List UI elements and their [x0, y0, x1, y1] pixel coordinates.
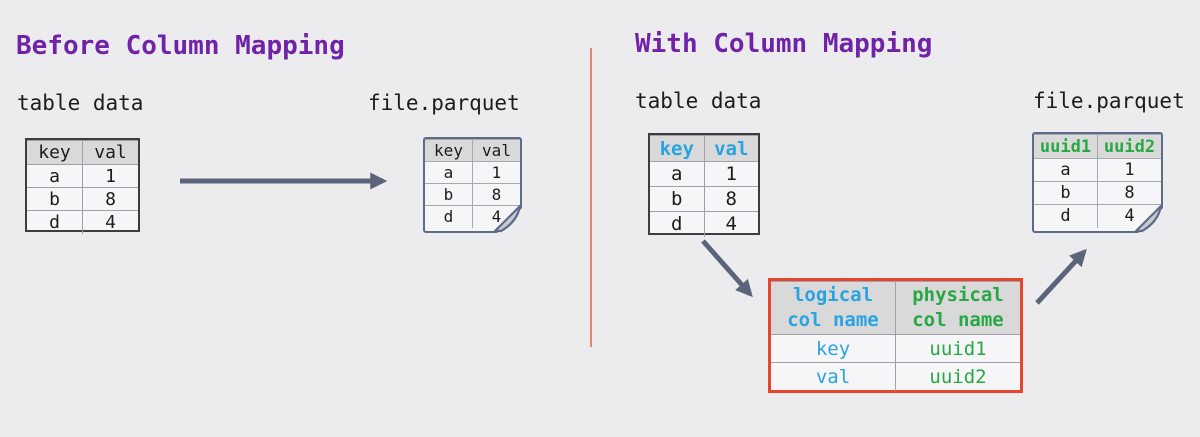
column-header: uuid1 [1034, 134, 1098, 159]
table-data-label: table data [17, 91, 144, 115]
column-header: key [425, 139, 473, 162]
table-cell: a [1034, 158, 1098, 182]
column-header: logical col name [771, 281, 896, 335]
arrow-mapping-to-file-icon [1035, 248, 1087, 305]
folded-corner-icon [493, 204, 523, 234]
table-cell: d [425, 205, 473, 228]
column-header: physical col name [895, 281, 1020, 335]
column-header: uuid2 [1097, 134, 1161, 159]
column-header: val [703, 135, 758, 162]
file-parquet-label: file.parquet [368, 91, 520, 115]
column-header: val [472, 139, 520, 162]
table-cell: key [771, 334, 896, 363]
table-cell: d [1034, 204, 1098, 228]
table-cell: 1 [703, 161, 758, 187]
column-header: key [27, 140, 83, 165]
section-divider [590, 48, 592, 347]
table-cell: b [27, 187, 83, 211]
table-cell: uuid1 [895, 334, 1020, 363]
table-cell: uuid2 [895, 362, 1020, 391]
table-cell: a [650, 161, 705, 187]
column-header: val [82, 140, 138, 165]
table-cell: val [771, 362, 896, 391]
before-title: Before Column Mapping [16, 31, 345, 61]
file-parquet-label: file.parquet [1033, 89, 1185, 113]
table-data-label: table data [635, 89, 762, 113]
table-cell: b [1034, 181, 1098, 205]
table-cell: b [650, 186, 705, 212]
table-cell: 1 [472, 161, 520, 184]
table-cell: d [27, 210, 83, 234]
table-cell: a [27, 164, 83, 188]
table-cell: 8 [703, 186, 758, 212]
folded-corner-icon [1134, 204, 1164, 234]
table-cell: 4 [703, 211, 758, 237]
table-cell: d [650, 211, 705, 237]
table-cell: 4 [82, 210, 138, 234]
table-cell: b [425, 183, 473, 206]
table-cell: a [425, 161, 473, 184]
column-header: key [650, 135, 705, 162]
with-title: With Column Mapping [635, 29, 933, 59]
table-cell: 8 [82, 187, 138, 211]
table-cell: 1 [1097, 158, 1161, 182]
table-cell: 1 [82, 164, 138, 188]
arrow-table-to-mapping-icon [701, 239, 753, 298]
